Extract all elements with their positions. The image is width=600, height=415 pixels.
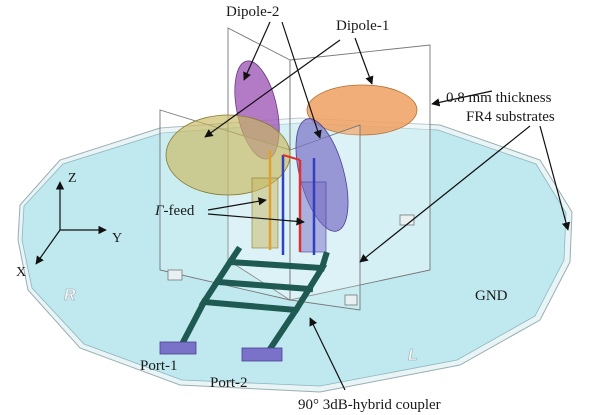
mark-l: L xyxy=(408,347,418,364)
port-1 xyxy=(159,341,197,355)
substrate-label-line2: FR4 substrates xyxy=(466,109,555,125)
gnd-label: GND xyxy=(475,288,508,304)
leader-arrows xyxy=(204,21,571,391)
axes xyxy=(35,181,107,265)
dipole-2-label: Dipole-2 xyxy=(226,4,279,20)
port-2-label: Port-2 xyxy=(210,375,248,391)
gamma-feed xyxy=(251,150,327,255)
coupler-label: 90° 3dB-hybrid coupler xyxy=(298,397,441,413)
hybrid-coupler xyxy=(175,245,330,357)
axis-y-label: Y xyxy=(112,231,122,246)
port-1-label: Port-1 xyxy=(140,358,178,374)
port-2 xyxy=(241,347,283,362)
gamma-feed-label: Γ-feed xyxy=(154,203,195,219)
axis-z-label: Z xyxy=(68,171,77,186)
dipole-1-label: Dipole-1 xyxy=(336,18,389,34)
dipole-1-orange-petal xyxy=(306,84,418,136)
substrate-label-line1: 0.8 mm thickness xyxy=(446,90,552,106)
axis-x-label: X xyxy=(16,265,26,280)
dipole-1-olive-petal xyxy=(165,114,291,196)
mark-r: R xyxy=(64,287,76,304)
